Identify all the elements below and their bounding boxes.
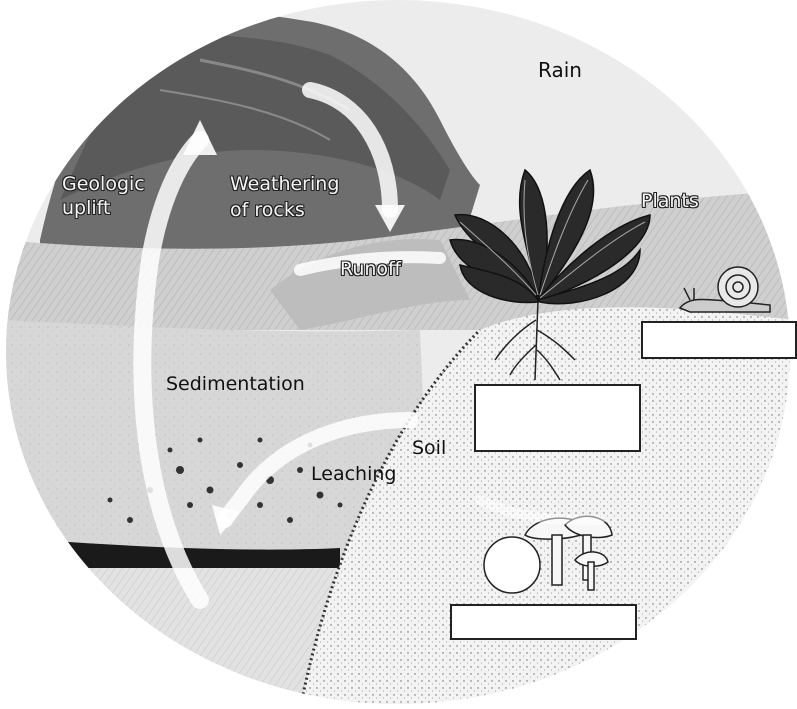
label-geologic-uplift-line1: Geologic [62,172,145,196]
decomposer-circle [484,537,540,593]
label-geologic-uplift-line2: uplift [62,196,110,220]
answer-box-2[interactable] [474,384,641,452]
label-plants: Plants [641,189,699,213]
answer-box-1[interactable] [641,321,797,359]
label-weathering-line1: Weathering [230,172,339,196]
label-leaching: Leaching [311,462,396,486]
answer-box-3[interactable] [450,604,637,640]
label-soil: Soil [412,436,446,460]
label-rain: Rain [538,58,582,82]
label-sedimentation: Sedimentation [166,372,305,396]
label-runoff: Runoff [340,257,401,281]
label-weathering-line2: of rocks [230,198,305,222]
